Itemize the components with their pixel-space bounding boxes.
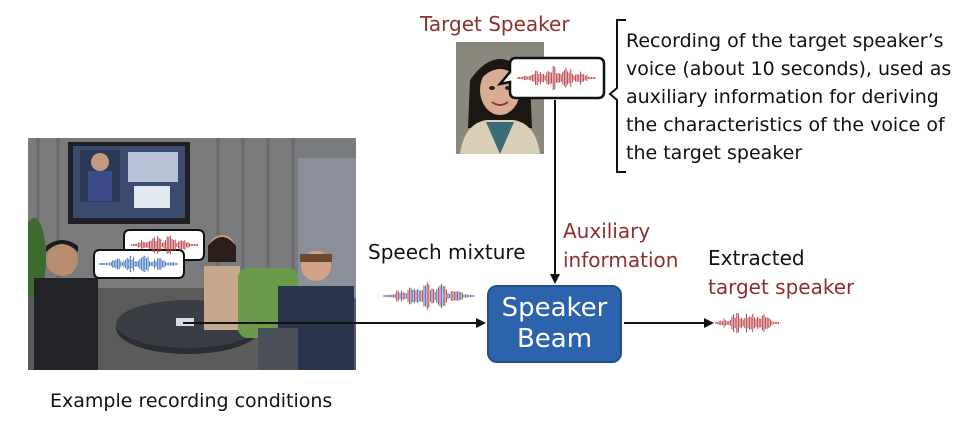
room-speech-bubble-blue <box>93 249 185 279</box>
room-waveform-red <box>131 235 199 255</box>
beam-label-line1: Speaker <box>501 293 608 323</box>
note-line-2: voice (about 10 seconds), used as <box>626 58 952 80</box>
target-speaker-label: Target Speaker <box>420 12 570 36</box>
speech-mixture-label: Speech mixture <box>368 240 526 264</box>
extracted-label-line2: target speaker <box>708 275 855 299</box>
mixture-waveform <box>383 282 475 310</box>
speaker-waveform <box>517 65 596 91</box>
room-waveform-blue <box>99 255 178 273</box>
auxiliary-label-line2: information <box>563 248 679 272</box>
beam-label-line2: Beam <box>516 324 593 354</box>
extracted-waveform <box>715 312 779 334</box>
note-line-4: the characteristics of the voice of <box>626 114 945 136</box>
extracted-label-line1: Extracted <box>708 246 805 270</box>
note-bracket <box>608 19 626 173</box>
note-line-1: Recording of the target speaker’s <box>626 30 944 52</box>
auxiliary-label-line1: Auxiliary <box>563 219 651 243</box>
note-line-3: auxiliary information for deriving <box>626 86 939 108</box>
note-line-5: the target speaker <box>626 142 803 164</box>
caption-recording-conditions: Example recording conditions <box>50 390 333 412</box>
speakerbeam-block: Speaker Beam <box>487 285 622 363</box>
